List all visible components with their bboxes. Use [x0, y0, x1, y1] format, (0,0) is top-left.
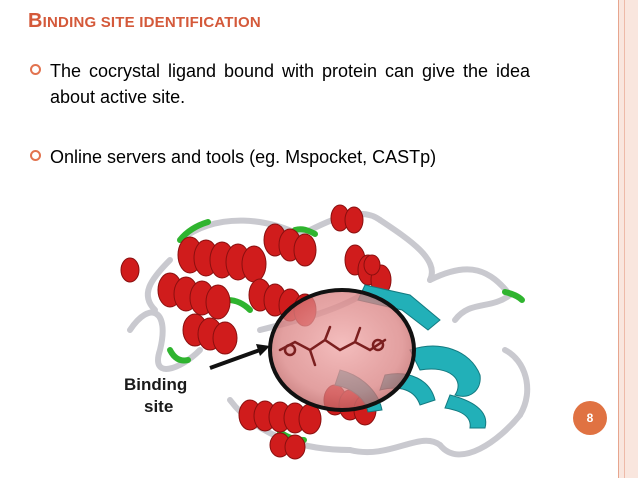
page-number-badge: 8	[573, 401, 607, 435]
binding-site-label-line2: site	[144, 397, 173, 416]
right-edge-line	[618, 0, 619, 478]
protein-structure-figure: Binding site	[120, 204, 531, 460]
ligand	[278, 325, 387, 367]
page-number: 8	[586, 411, 594, 425]
ring-bullet-icon	[30, 64, 41, 75]
title-initial: B	[28, 10, 43, 32]
slide-title: Binding site identification	[28, 10, 261, 33]
label-arrow	[209, 344, 270, 370]
bullet-text: Online servers and tools (eg. Mspocket, …	[50, 147, 437, 167]
title-rest: inding site identification	[42, 14, 261, 31]
ring-bullet-icon	[30, 150, 41, 161]
right-edge-line	[624, 0, 625, 478]
binding-site-label-line1: Binding	[124, 375, 187, 394]
right-edge-decoration	[618, 0, 638, 478]
coil-backbone	[127, 210, 531, 458]
binding-pocket	[268, 288, 416, 412]
bullet-text: The cocrystal ligand bound with protein …	[50, 61, 530, 107]
